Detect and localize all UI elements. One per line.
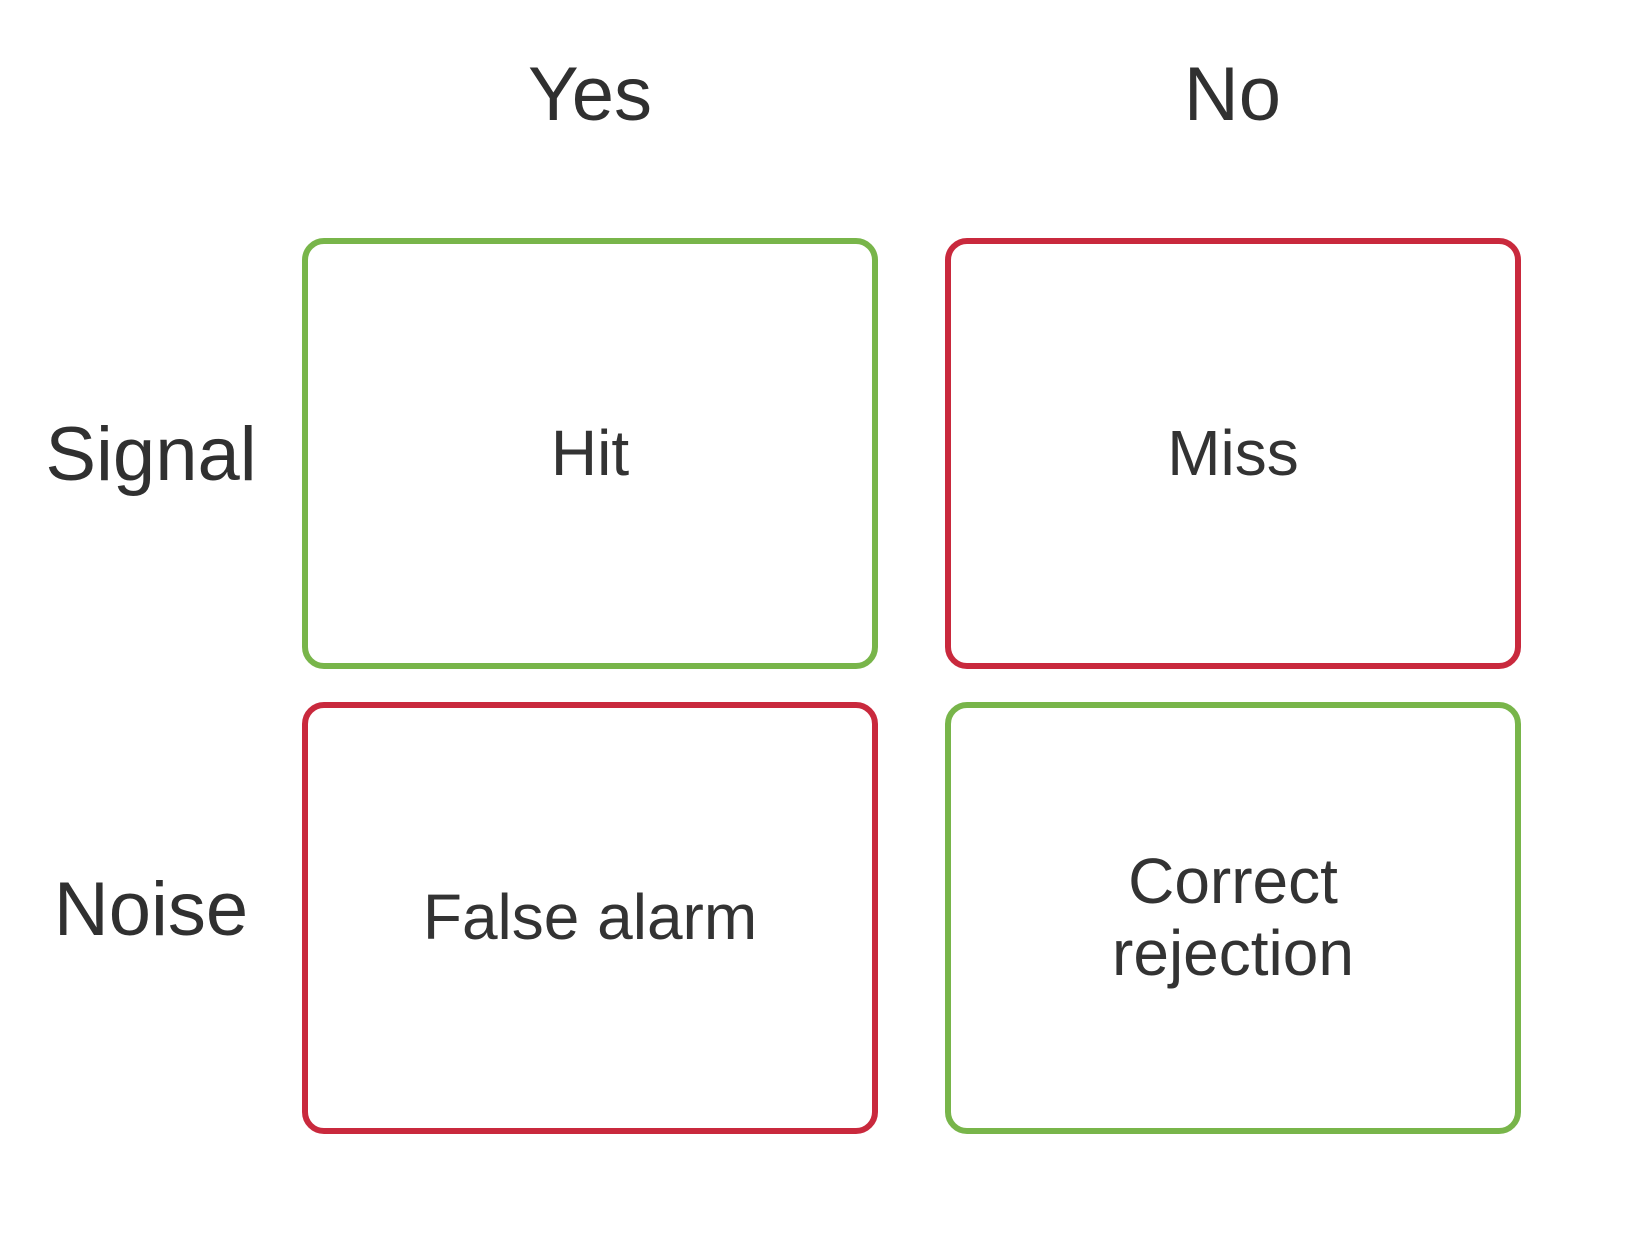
matrix-cell-miss: Miss (945, 238, 1521, 669)
matrix-cell-false-alarm: False alarm (302, 702, 878, 1134)
matrix-cell-hit-label: Hit (550, 416, 630, 489)
column-header-yes: Yes (528, 52, 652, 137)
matrix-cell-miss-label: Miss (1167, 416, 1299, 489)
row-header-signal: Signal (45, 412, 257, 497)
matrix-cell-correct-rejection-label: Correct rejection (1112, 845, 1354, 989)
matrix-cell-false-alarm-label: False alarm (422, 881, 758, 954)
column-header-no: No (1183, 52, 1282, 137)
matrix-cell-hit: Hit (302, 238, 878, 669)
row-header-noise: Noise (53, 867, 249, 952)
matrix-cell-correct-rejection: Correct rejection (945, 702, 1521, 1134)
